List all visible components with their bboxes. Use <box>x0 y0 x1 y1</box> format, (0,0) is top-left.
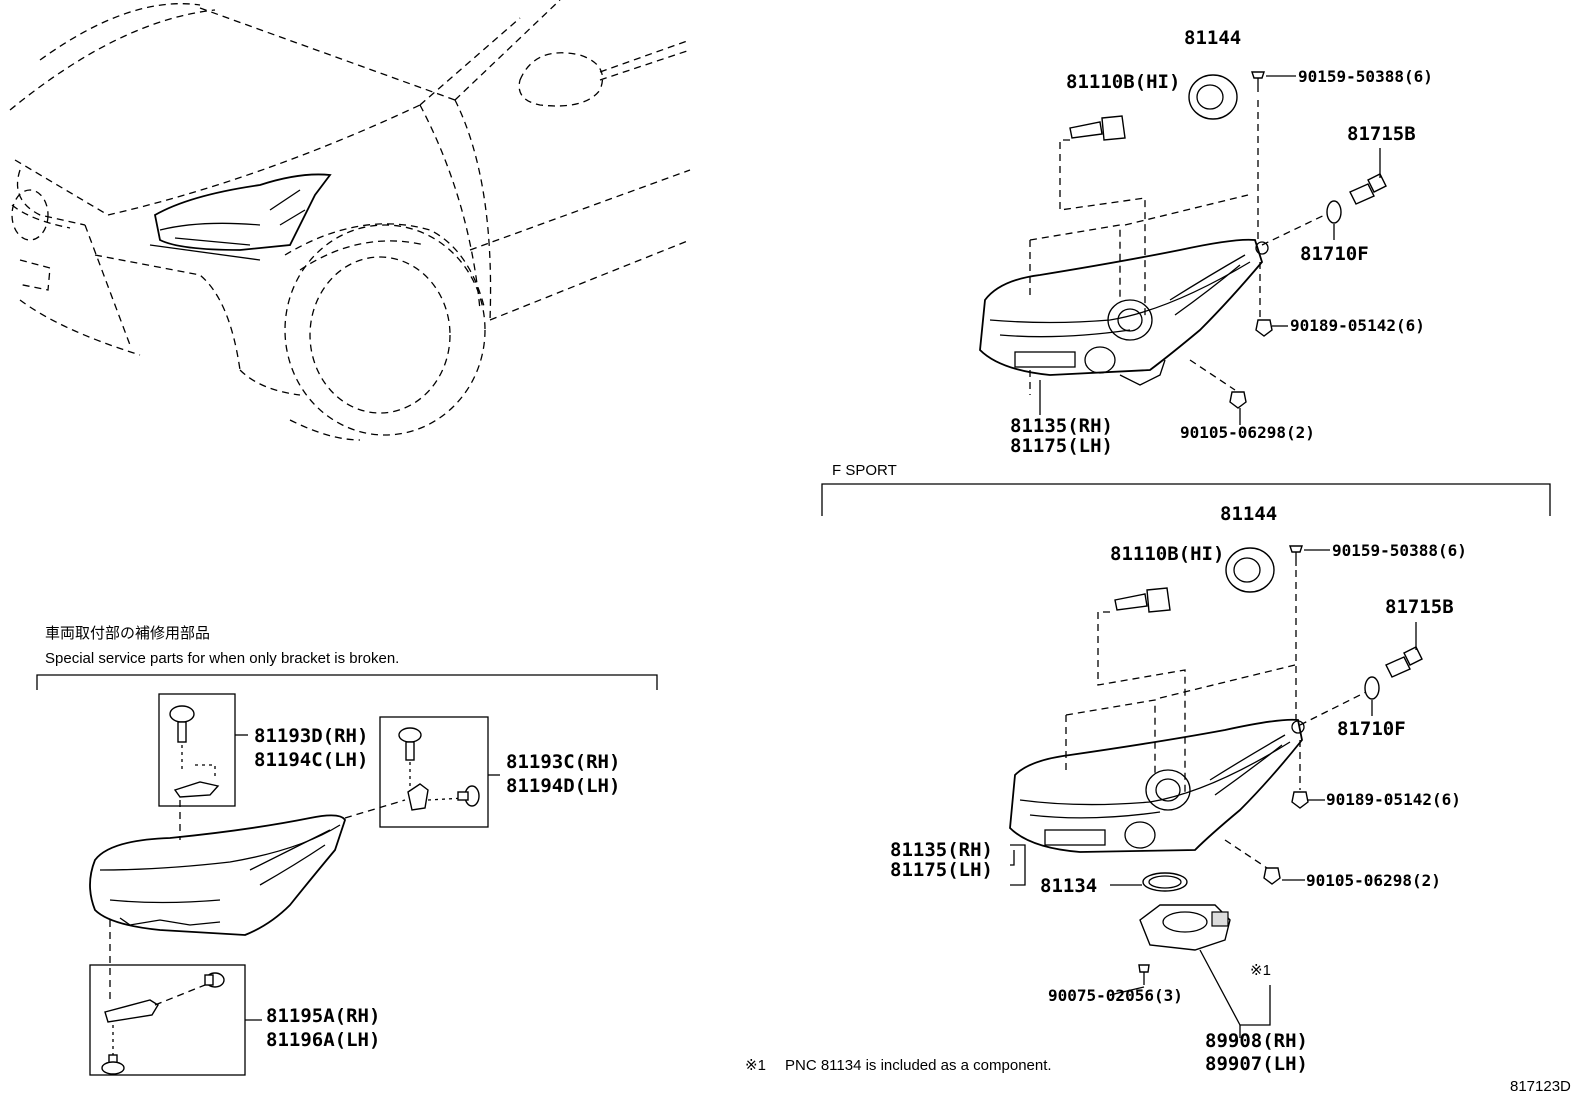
std-cap-label: 81144 <box>1184 27 1241 49</box>
fs-cap-label: 81144 <box>1220 503 1277 525</box>
fs-screw-bottom-label: 90105-06298(2) <box>1306 871 1441 890</box>
fs-socket-label: 81715B <box>1385 596 1454 618</box>
diagram-id: 817123D <box>1510 1078 1571 1095</box>
bracket-upper-lh-label: 81194C(LH) <box>254 749 368 771</box>
footnote-text: PNC 81134 is included as a component. <box>785 1057 1052 1074</box>
fs-gasket-label: 81134 <box>1040 875 1097 897</box>
vehicle-front-view <box>9 0 691 441</box>
bracket-note-en: Special service parts for when only brac… <box>45 650 399 667</box>
bracket-lower-rh-label: 81195A(RH) <box>266 1005 380 1027</box>
std-lamp-lh-label: 81175(LH) <box>1010 435 1113 457</box>
std-small-bulb-label: 81710F <box>1300 243 1369 265</box>
bracket-kit-bracket <box>36 674 658 690</box>
fs-bulb-label: 81110B(HI) <box>1110 543 1224 565</box>
fs-small-bulb-label: 81710F <box>1337 718 1406 740</box>
callout-mark: ※1 <box>1250 962 1271 979</box>
fsport-label: F SPORT <box>832 462 897 479</box>
std-clip-label: 90189-05142(6) <box>1290 316 1425 335</box>
standard-headlamp-assembly <box>979 71 1387 425</box>
std-screw-top-label: 90159-50388(6) <box>1298 67 1433 86</box>
bracket-lower-lh-label: 81196A(LH) <box>266 1029 380 1051</box>
fsport-headlamp-assembly <box>1009 545 1423 1038</box>
fs-clip-label: 90189-05142(6) <box>1326 790 1461 809</box>
bracket-upper-rh-label: 81193D(RH) <box>254 725 368 747</box>
fs-computer-lh-label: 89907(LH) <box>1205 1053 1308 1075</box>
bracket-side-rh-label: 81193C(RH) <box>506 751 620 773</box>
std-bulb-label: 81110B(HI) <box>1066 71 1180 93</box>
std-screw-bottom-label: 90105-06298(2) <box>1180 423 1315 442</box>
fs-screw-top-label: 90159-50388(6) <box>1332 541 1467 560</box>
std-socket-label: 81715B <box>1347 123 1416 145</box>
fsport-bracket <box>821 483 1551 516</box>
footnote-mark: ※1 <box>745 1057 766 1074</box>
bracket-kit-parts <box>89 693 500 1076</box>
std-lamp-rh-label: 81135(RH) <box>1010 415 1113 437</box>
fs-screw-computer-label: 90075-02056(3) <box>1048 986 1183 1005</box>
fs-computer-rh-label: 89908(RH) <box>1205 1030 1308 1052</box>
fs-lamp-rh-label: 81135(RH) <box>890 839 993 861</box>
bracket-note-jp: 車両取付部の補修用部品 <box>45 624 210 642</box>
bracket-side-lh-label: 81194D(LH) <box>506 775 620 797</box>
fs-lamp-lh-label: 81175(LH) <box>890 859 993 881</box>
